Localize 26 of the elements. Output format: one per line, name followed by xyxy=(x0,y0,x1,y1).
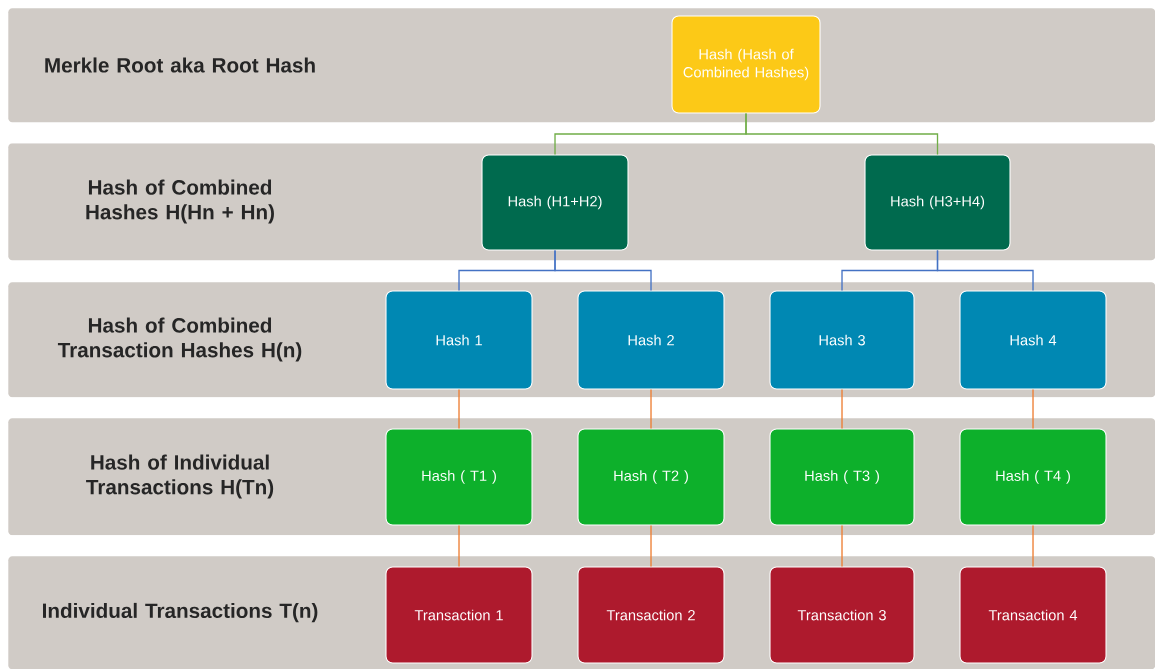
connector-line xyxy=(1032,388,1034,430)
hash-box: Hash 3 xyxy=(769,290,915,390)
transaction-box: Transaction 4 xyxy=(959,566,1107,664)
connector-line xyxy=(458,524,460,568)
connector-line xyxy=(745,112,939,156)
connector-line xyxy=(650,524,652,568)
hash-box: Hash ( T3 ) xyxy=(769,428,915,526)
hash-box: Hash 4 xyxy=(959,290,1107,390)
transaction-box: Transaction 1 xyxy=(385,566,533,664)
hash-box: Hash 1 xyxy=(385,290,533,390)
connector-line xyxy=(936,249,1034,292)
connector-line xyxy=(458,388,460,430)
hash-box: Hash (H3+H4) xyxy=(864,154,1011,251)
root-hash-box: Hash (Hash of Combined Hashes) xyxy=(671,15,821,114)
transaction-box: Transaction 3 xyxy=(769,566,915,664)
hash-box: Hash 2 xyxy=(577,290,725,390)
transaction-box: Transaction 2 xyxy=(577,566,725,664)
hash-box: Hash (H1+H2) xyxy=(481,154,629,251)
connector-line xyxy=(554,249,652,292)
hash-box: Hash ( T1 ) xyxy=(385,428,533,526)
hash-box: Hash ( T4 ) xyxy=(959,428,1107,526)
connector-line xyxy=(1032,524,1034,568)
connector-line xyxy=(650,388,652,430)
hash-box: Hash ( T2 ) xyxy=(577,428,725,526)
connector-line xyxy=(841,388,843,430)
connector-line xyxy=(841,524,843,568)
